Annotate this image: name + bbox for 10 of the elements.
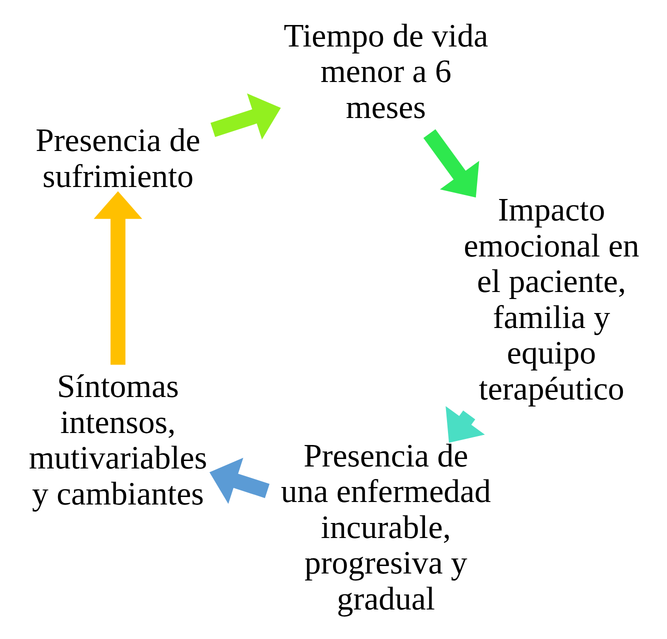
node-text: Impacto emocional en el paciente, familia y equipo terapéutico bbox=[463, 192, 639, 408]
arrow bbox=[422, 129, 479, 198]
node-text: Tiempo de vida menor a 6 meses bbox=[283, 18, 488, 126]
arrow bbox=[208, 458, 270, 504]
arrow bbox=[210, 93, 280, 140]
arrow bbox=[93, 191, 142, 365]
arrow bbox=[445, 406, 484, 443]
node-text: Presencia de una enfermedad incurable, progresiva y gradual bbox=[280, 438, 490, 618]
node-text: Presencia de sufrimiento bbox=[35, 123, 200, 195]
node-text: Síntomas intensos, mutivariables y cambiantes bbox=[28, 369, 207, 512]
